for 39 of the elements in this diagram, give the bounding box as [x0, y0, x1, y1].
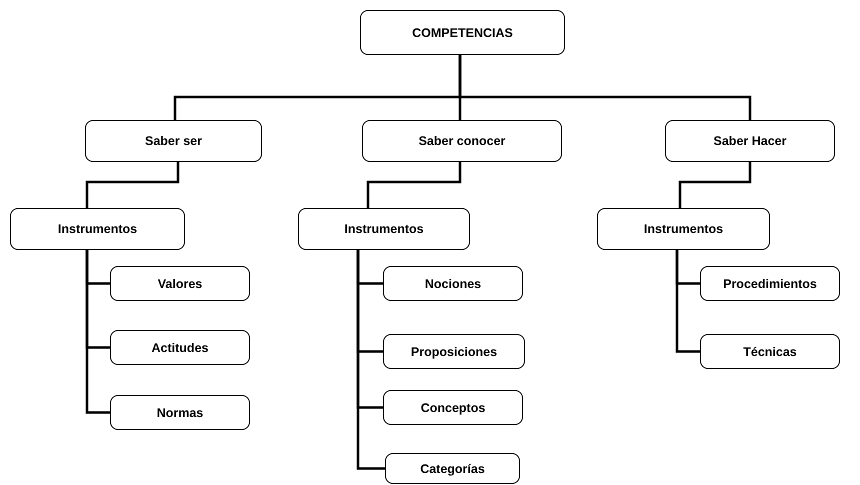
connector-line — [356, 250, 385, 470]
box-label: Categorías — [420, 462, 485, 476]
box-label: Técnicas — [743, 344, 797, 358]
box-label: Instrumentos — [344, 222, 424, 236]
rounded-box — [298, 208, 470, 250]
rounded-box — [360, 10, 565, 55]
box-label: Saber Hacer — [714, 134, 786, 148]
rounded-box — [110, 330, 250, 365]
box-label: Conceptos — [420, 400, 486, 414]
box-label: Instrumentos — [644, 222, 724, 236]
connector-line — [676, 250, 700, 353]
rounded-box — [700, 334, 840, 369]
rounded-box — [110, 395, 250, 430]
connector-line — [86, 250, 110, 414]
box-label: Nociones — [424, 276, 482, 290]
connector-line — [678, 162, 752, 208]
rounded-box — [665, 120, 835, 162]
box-label: Procedimientos — [723, 276, 817, 290]
connector-line — [458, 55, 752, 120]
rounded-box — [700, 266, 840, 301]
box-label: Actitudes — [152, 340, 208, 354]
rounded-box — [85, 120, 262, 162]
rounded-box — [362, 120, 562, 162]
rounded-box — [385, 453, 520, 484]
rounded-box — [597, 208, 770, 250]
connector-line — [86, 162, 180, 208]
box-label: Saber conocer — [418, 134, 506, 148]
box-label: Proposiciones — [410, 344, 498, 358]
rounded-box — [383, 266, 523, 301]
box-label: Valores — [158, 276, 202, 290]
rounded-box — [383, 390, 523, 425]
box-label: COMPETENCIAS — [412, 26, 513, 40]
rounded-box — [10, 208, 185, 250]
connector-line — [366, 162, 462, 208]
box-label: Saber ser — [145, 134, 202, 148]
rounded-box — [383, 334, 525, 369]
box-label: Normas — [156, 406, 204, 420]
rounded-box — [110, 266, 250, 301]
box-label: Instrumentos — [58, 222, 138, 236]
